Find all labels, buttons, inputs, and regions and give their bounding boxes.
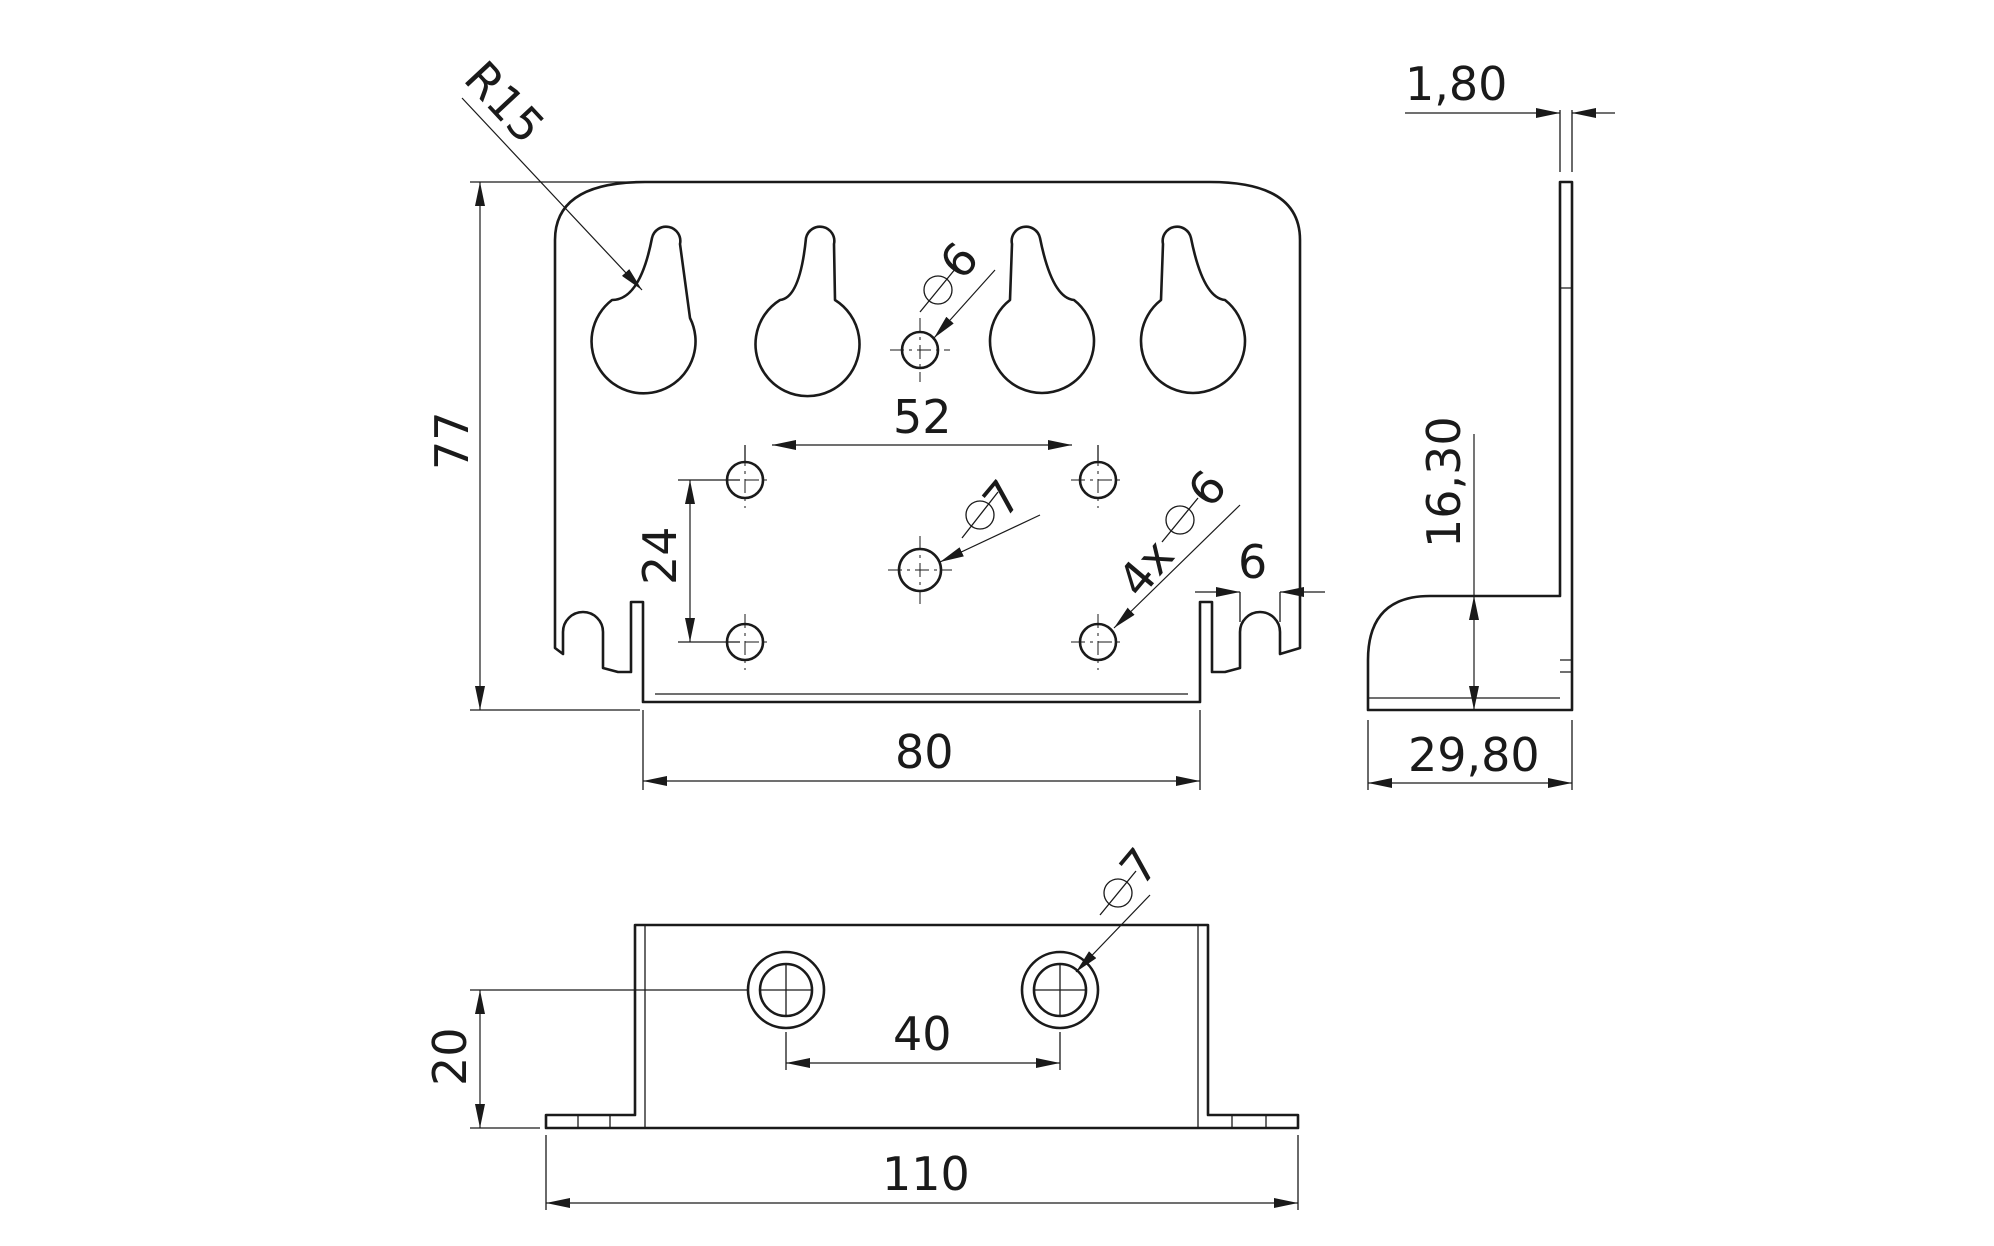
spacing-v-label: 24 bbox=[633, 526, 687, 585]
bottom-profile-outline bbox=[544, 923, 1300, 1130]
diameter-symbol-bottom bbox=[1103, 878, 1133, 908]
hole-center bbox=[888, 536, 952, 606]
bolt-hole-bottom-right bbox=[1071, 614, 1125, 670]
side-view: 1,80 16,30 29,80 bbox=[1366, 57, 1615, 790]
bottom-height-label: 20 bbox=[423, 1027, 477, 1086]
diameter-symbol-top bbox=[923, 275, 953, 305]
bottom-hole-diameter-label: 7 bbox=[1109, 838, 1169, 895]
base-width-label: 80 bbox=[895, 725, 954, 779]
front-view: R15 6 7 4x 6 6 77 24 52 bbox=[425, 51, 1325, 790]
top-hole-leader bbox=[933, 269, 996, 339]
keyhole-slot-2 bbox=[754, 225, 861, 398]
bottom-width-label: 110 bbox=[882, 1147, 970, 1201]
thickness-label: 1,80 bbox=[1405, 57, 1507, 111]
front-plate-outline bbox=[553, 180, 1302, 704]
notch-label: 6 bbox=[1238, 535, 1267, 589]
keyhole-slot-4 bbox=[1139, 225, 1247, 395]
bottom-spacing-label: 40 bbox=[893, 1007, 952, 1061]
bottom-hole-leader bbox=[1075, 894, 1151, 973]
center-hole-diameter-label: 7 bbox=[972, 470, 1032, 527]
bolt-hole-diameter-label: 6 bbox=[1177, 460, 1237, 517]
bottom-hole-left bbox=[746, 950, 826, 1030]
bottom-hole-right bbox=[1020, 950, 1100, 1030]
diameter-symbol-center bbox=[965, 500, 995, 530]
bolt-hole-count-label: 4x bbox=[1107, 529, 1185, 607]
radius-leader bbox=[461, 97, 643, 291]
keyhole-slot-3 bbox=[988, 225, 1096, 395]
hole-top-center bbox=[890, 318, 950, 382]
height-label: 77 bbox=[425, 411, 479, 470]
bottom-view: 7 20 40 110 bbox=[423, 838, 1300, 1210]
spacing-h-label: 52 bbox=[893, 390, 952, 444]
center-hole-leader bbox=[939, 514, 1041, 563]
bolt-hole-leader bbox=[1113, 504, 1241, 629]
depth-label: 29,80 bbox=[1408, 728, 1540, 782]
radius-label: R15 bbox=[454, 51, 555, 154]
top-hole-diameter-label: 6 bbox=[929, 232, 989, 289]
flange-height-label: 16,30 bbox=[1417, 416, 1471, 548]
keyhole-slot-1 bbox=[590, 225, 697, 395]
diameter-symbol-bolt bbox=[1165, 505, 1195, 535]
side-profile-outline bbox=[1366, 180, 1574, 712]
